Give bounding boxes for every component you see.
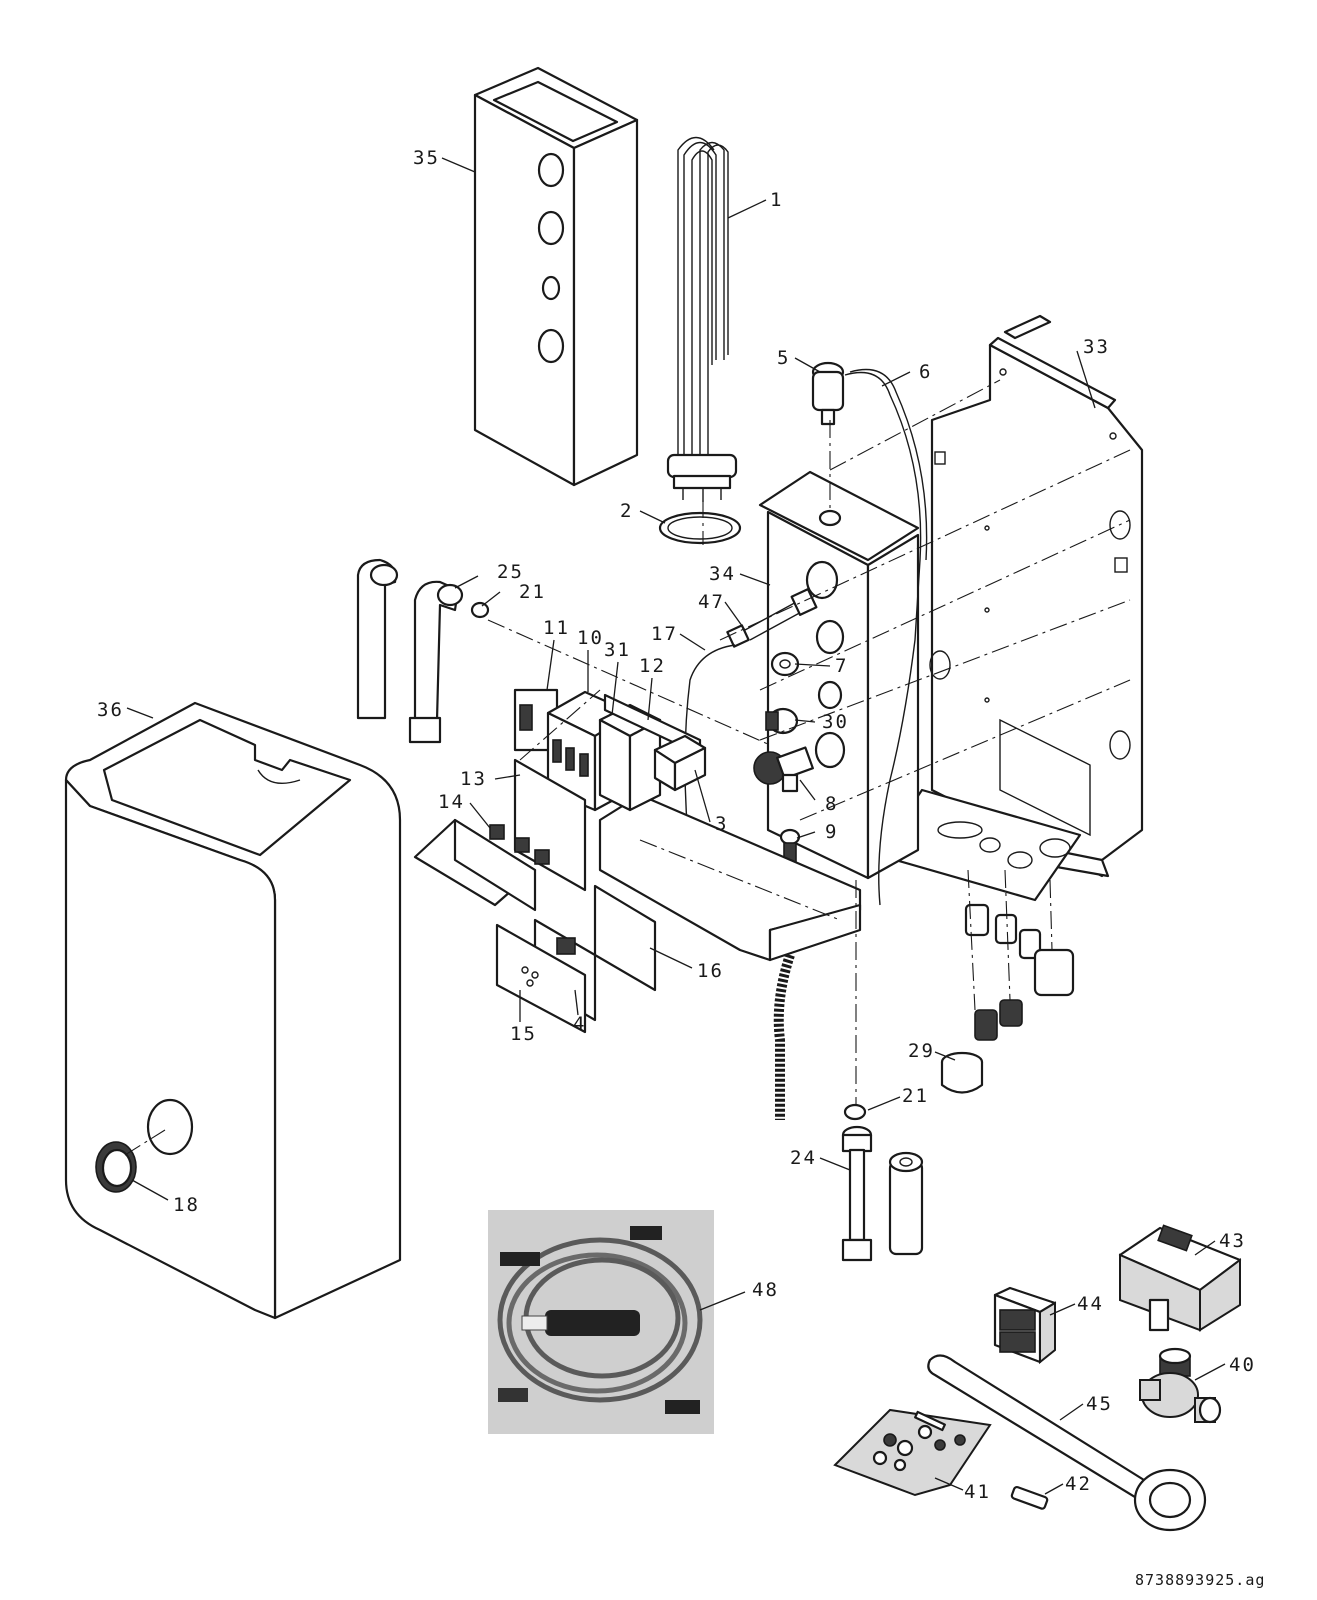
part-13-circuit-board <box>513 689 601 892</box>
part-21-washer-lower <box>843 1103 867 1121</box>
callout-5: 5 <box>777 347 790 369</box>
pipe-plug <box>888 1151 924 1256</box>
callout-29: 29 <box>908 1040 935 1062</box>
callout-11: 11 <box>543 617 570 639</box>
part-7-cap-nut <box>770 651 800 677</box>
callout-24: 24 <box>790 1147 817 1169</box>
part-41-hardware-bag <box>833 1408 992 1497</box>
part-30-sensor <box>765 707 799 735</box>
callout-34: 34 <box>709 563 736 585</box>
callout-2: 2 <box>620 500 633 522</box>
mounting-plate <box>598 793 862 962</box>
callout-25: 25 <box>497 561 524 583</box>
callout-16: 16 <box>697 960 724 982</box>
callout-10: 10 <box>577 627 604 649</box>
callout-42: 42 <box>1065 1473 1092 1495</box>
callout-7: 7 <box>835 655 848 677</box>
flex-hose <box>773 953 795 1120</box>
callout-30: 30 <box>822 711 849 733</box>
part-48-usb-service-cable <box>488 1210 714 1434</box>
part-15-display-board <box>495 923 587 1034</box>
callout-44: 44 <box>1077 1293 1104 1315</box>
part-16-board <box>593 884 657 992</box>
part-1-heating-element <box>666 136 738 502</box>
callout-33: 33 <box>1083 336 1110 358</box>
part-35-insulation-sleeve <box>473 66 639 487</box>
callout-40: 40 <box>1229 1354 1256 1376</box>
callout-17: 17 <box>651 623 678 645</box>
part-24-pipe-nipple <box>841 1125 873 1262</box>
callout-1: 1 <box>770 189 783 211</box>
callout-45: 45 <box>1086 1393 1113 1415</box>
part-17-cable <box>684 644 736 861</box>
part-8-valve <box>753 746 814 793</box>
callout-21-lower: 21 <box>902 1085 929 1107</box>
part-6-hose <box>844 371 922 906</box>
callout-4: 4 <box>573 1013 586 1035</box>
part-29-cap <box>940 1051 984 1094</box>
callout-18: 18 <box>173 1194 200 1216</box>
callout-6: 6 <box>919 361 932 383</box>
part-3-switch <box>653 734 707 792</box>
part-40-three-way-valve <box>1139 1347 1222 1424</box>
part-14-board-holder <box>413 818 550 912</box>
part-2-gasket-ring <box>658 511 742 545</box>
callout-9: 9 <box>825 821 838 843</box>
callout-41: 41 <box>964 1481 991 1503</box>
callout-3: 3 <box>715 813 728 835</box>
part-5-air-vent <box>811 361 845 426</box>
part-45-spanner-tool <box>927 1354 1207 1532</box>
cable-glands <box>964 869 1075 1041</box>
part-43-valve-actuator <box>1118 1224 1242 1332</box>
callout-14: 14 <box>438 791 465 813</box>
leader-lines <box>126 157 1226 1495</box>
callout-43: 43 <box>1219 1230 1246 1252</box>
callout-labels: 35 1 2 5 6 33 34 47 17 25 21 11 10 31 12… <box>97 147 1265 1589</box>
part-44-relay-module <box>993 1286 1057 1365</box>
callout-13: 13 <box>460 768 487 790</box>
callout-47: 47 <box>698 591 725 613</box>
callout-12: 12 <box>639 655 666 677</box>
callout-15: 15 <box>510 1023 537 1045</box>
document-id: 8738893925.ag <box>1135 1571 1265 1589</box>
part-47-fitting <box>726 588 818 648</box>
part-25-pipe-elbow <box>356 558 464 744</box>
callout-48: 48 <box>752 1279 779 1301</box>
part-21-washer-upper <box>470 601 490 619</box>
part-33-back-frame <box>876 314 1144 902</box>
callout-31: 31 <box>604 639 631 661</box>
callout-35: 35 <box>413 147 440 169</box>
part-36-front-casing <box>64 701 402 1320</box>
part-42-fuse <box>1010 1485 1049 1510</box>
callout-21-upper: 21 <box>519 581 546 603</box>
callout-36: 36 <box>97 699 124 721</box>
callout-8: 8 <box>825 793 838 815</box>
